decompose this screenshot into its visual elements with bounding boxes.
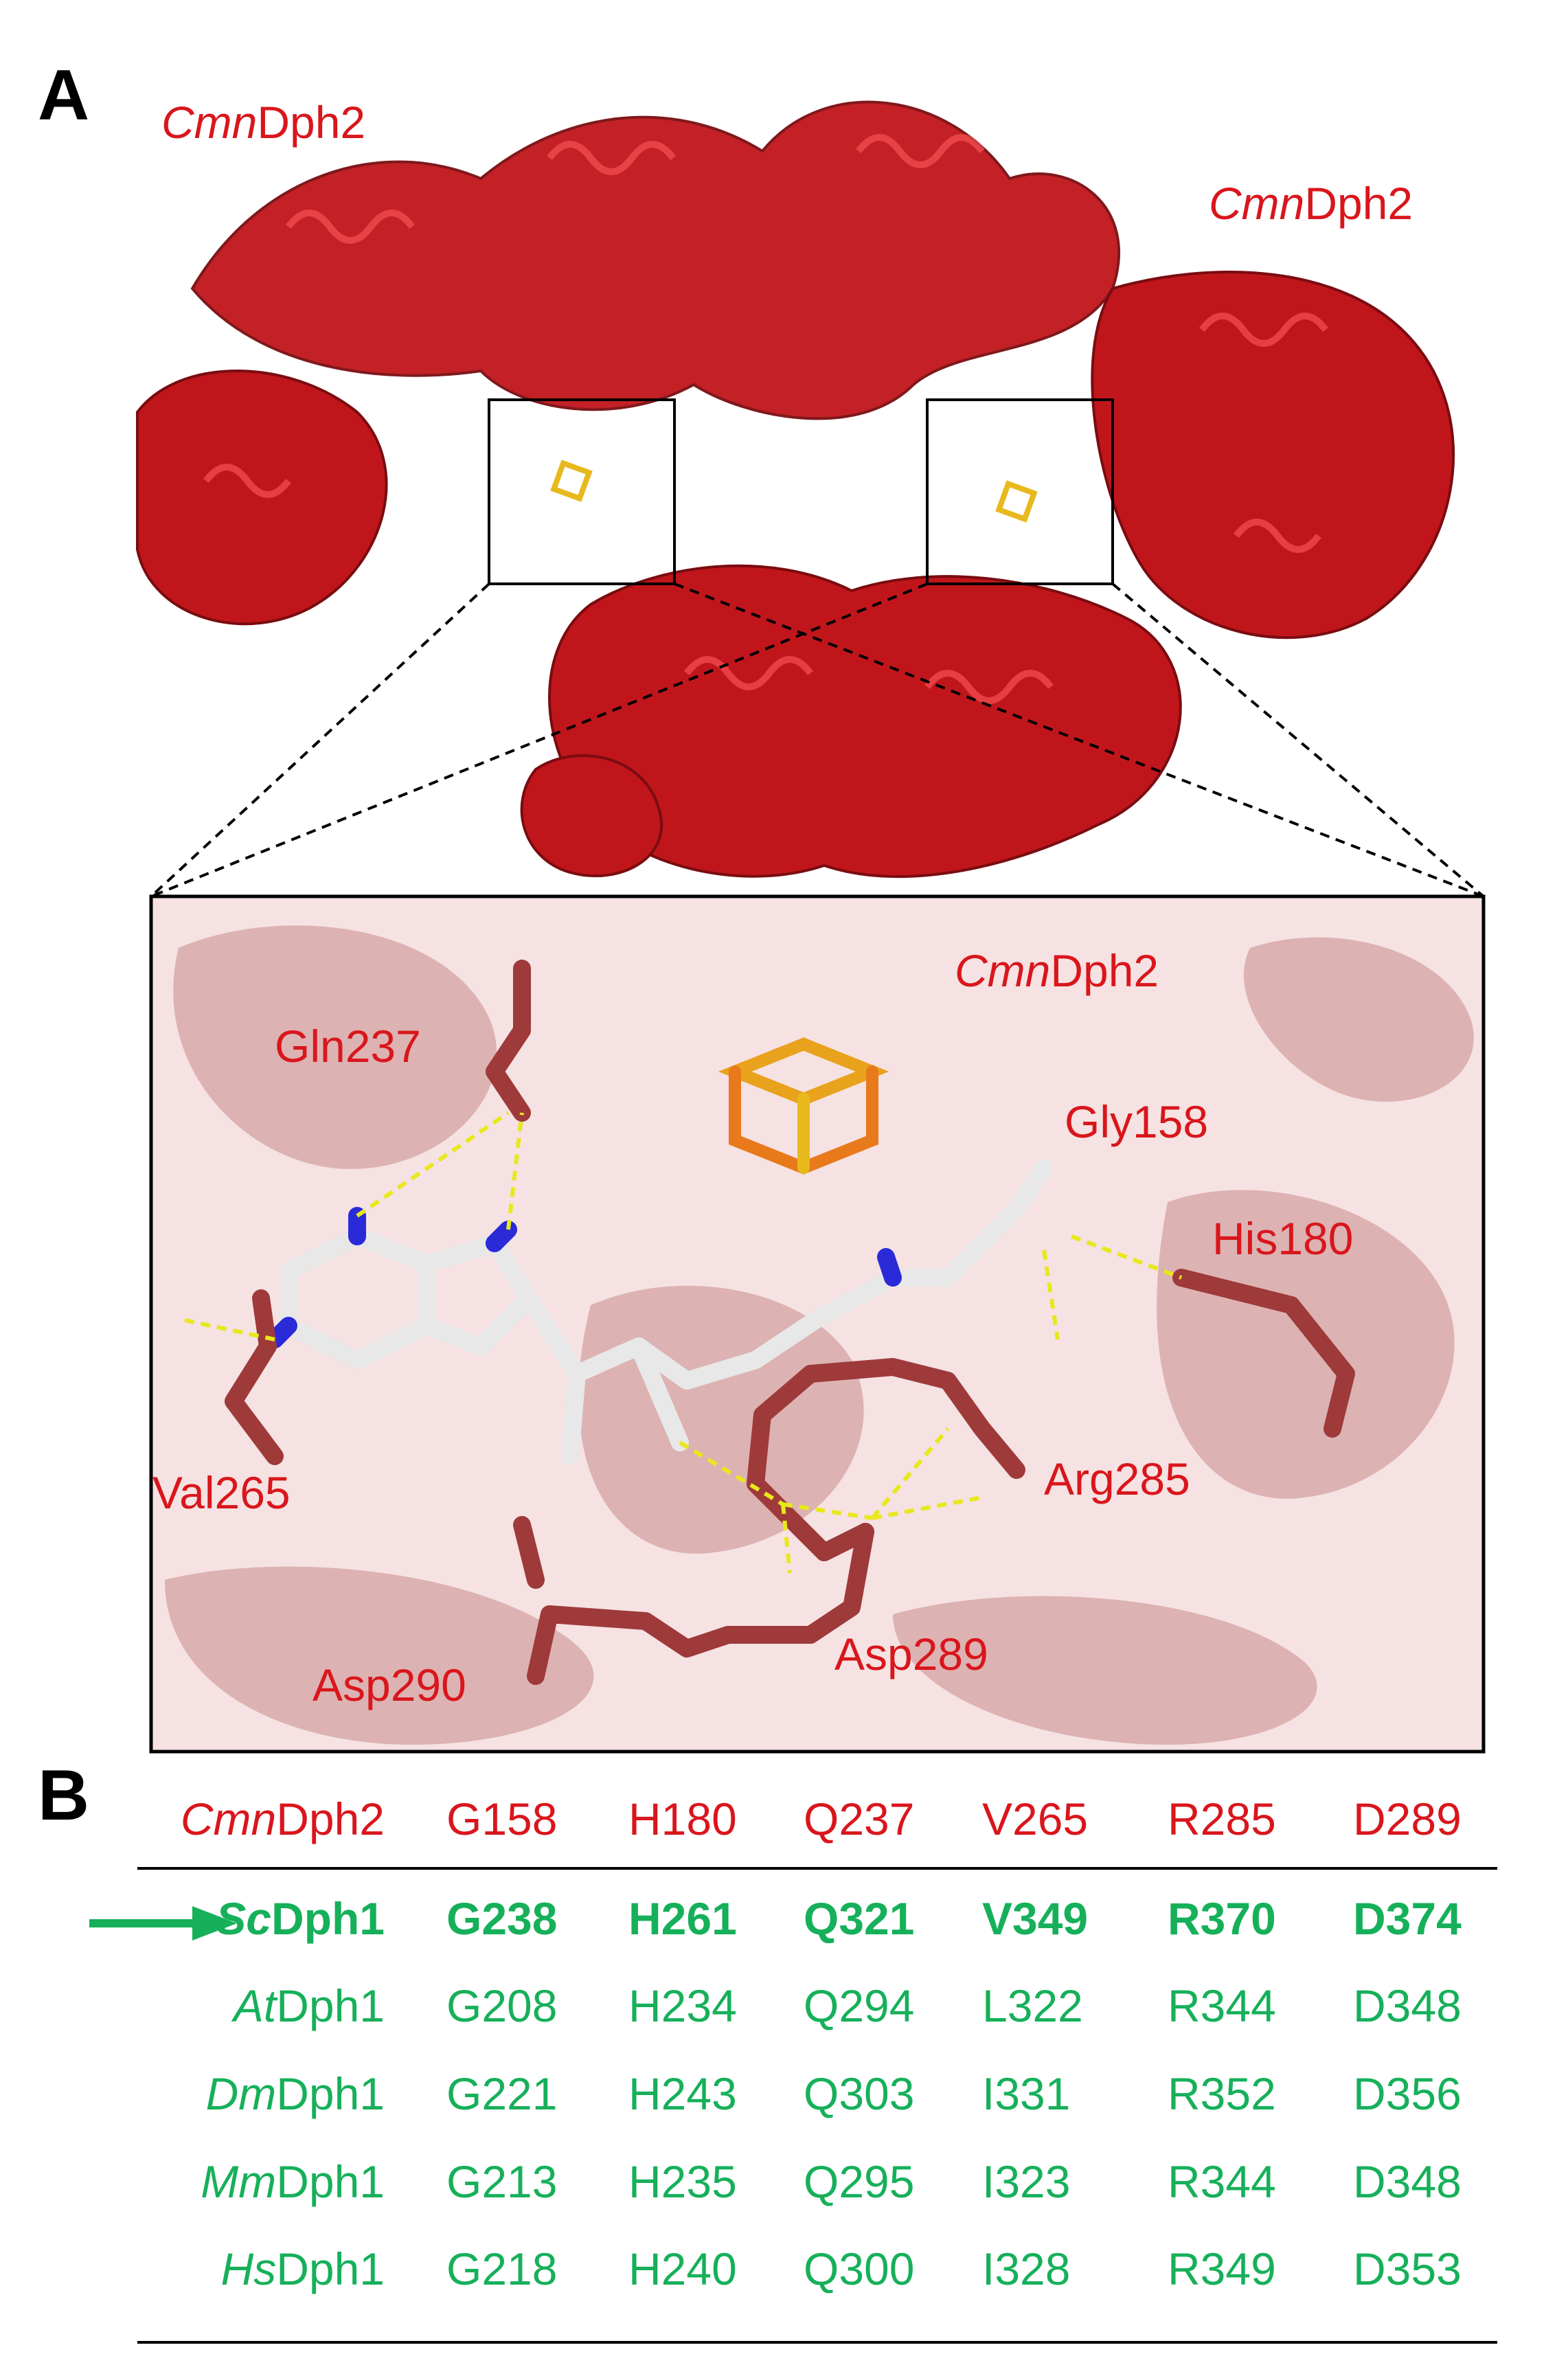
label-his180: His180 bbox=[1212, 1213, 1354, 1264]
table-rule-bottom bbox=[137, 2341, 1497, 2344]
residue-cell: Q295 bbox=[804, 2156, 915, 2207]
sam-ligand bbox=[280, 1159, 1053, 1465]
residue-cell: Q321 bbox=[804, 1893, 915, 1944]
table-row: MmDph1 G213 H235 Q295 I323 R344 D348 bbox=[76, 2155, 1511, 2231]
species-cell: MmDph1 bbox=[201, 2156, 385, 2207]
residue-cell: G238 bbox=[446, 1893, 558, 1944]
panel-a-letter: A bbox=[38, 56, 90, 135]
fes-cube-inset bbox=[718, 1037, 889, 1175]
residue-cell: R370 bbox=[1168, 1893, 1276, 1944]
residue-cell: Q303 bbox=[804, 2068, 915, 2119]
residue-cell: V265 bbox=[982, 1793, 1089, 1844]
residue-cell: L322 bbox=[982, 1980, 1083, 2031]
residue-cell: R352 bbox=[1168, 2068, 1276, 2119]
cluster-box-right bbox=[926, 398, 1114, 585]
label-val265: Val265 bbox=[152, 1467, 291, 1518]
zoom-lines bbox=[150, 582, 1485, 898]
label-cmndph2-inset: CmnDph2 bbox=[955, 945, 1159, 996]
species-cell: ScDph1 bbox=[216, 1893, 385, 1944]
residue-cell: D289 bbox=[1353, 1793, 1462, 1844]
residue-cell: D374 bbox=[1353, 1893, 1462, 1944]
label-arg285: Arg285 bbox=[1044, 1453, 1190, 1504]
table-row: ScDph1 G238 H261 Q321 V349 R370 D374 bbox=[76, 1892, 1511, 1968]
panel-b-letter: B bbox=[38, 1756, 90, 1835]
residue-cell: H235 bbox=[628, 2156, 737, 2207]
table-row: DmDph1 G221 H243 Q303 I331 R352 D356 bbox=[76, 2068, 1511, 2143]
residue-cell: H261 bbox=[628, 1893, 737, 1944]
table-row: AtDph1 G208 H234 Q294 L322 R344 D348 bbox=[76, 1980, 1511, 2055]
protein-structure-figure bbox=[136, 100, 1486, 1754]
label-cmndph2-top-left: CmnDph2 bbox=[161, 97, 366, 148]
cluster-box-left bbox=[488, 398, 676, 585]
residue-cell: Q294 bbox=[804, 1980, 915, 2031]
residue-cell: G158 bbox=[446, 1793, 558, 1844]
residue-cell: H180 bbox=[628, 1793, 737, 1844]
table-row: HsDph1 G218 H240 Q300 I328 R349 D353 bbox=[76, 2243, 1511, 2318]
residue-cell: R349 bbox=[1168, 2243, 1276, 2294]
residue-cell: H234 bbox=[628, 1980, 737, 2031]
species-cell: AtDph1 bbox=[233, 1980, 385, 2031]
residue-cell: H243 bbox=[628, 2068, 737, 2119]
residue-cell: I328 bbox=[982, 2243, 1071, 2294]
label-asp289: Asp289 bbox=[834, 1629, 988, 1679]
inset-panel bbox=[149, 894, 1486, 1754]
table-rule-top bbox=[137, 1867, 1497, 1870]
species-cell: CmnDph2 bbox=[180, 1793, 385, 1844]
fes-cluster-left bbox=[550, 460, 593, 502]
residue-cell: D348 bbox=[1353, 2156, 1462, 2207]
residue-cell: V349 bbox=[982, 1893, 1089, 1944]
hydrogen-bonds bbox=[178, 1111, 1183, 1574]
species-cell: HsDph1 bbox=[220, 2243, 385, 2294]
label-gln237: Gln237 bbox=[275, 1021, 421, 1072]
table-header-row: CmnDph2 G158 H180 Q237 V265 R285 D289 bbox=[76, 1793, 1511, 1868]
residue-sticks bbox=[225, 960, 1355, 1685]
residue-cell: D353 bbox=[1353, 2243, 1462, 2294]
species-cell: DmDph1 bbox=[205, 2068, 385, 2119]
residue-cell: R285 bbox=[1168, 1793, 1276, 1844]
residue-cell: Q300 bbox=[804, 2243, 915, 2294]
residue-cell: R344 bbox=[1168, 1980, 1276, 2031]
residue-cell: G218 bbox=[446, 2243, 558, 2294]
residue-cell: G213 bbox=[446, 2156, 558, 2207]
protein-ribbon bbox=[136, 100, 1455, 879]
residue-cell: I331 bbox=[982, 2068, 1071, 2119]
label-cmndph2-top-right: CmnDph2 bbox=[1209, 178, 1413, 229]
residue-cell: I323 bbox=[982, 2156, 1071, 2207]
highlight-arrow-icon bbox=[89, 1906, 237, 1940]
residue-cell: D356 bbox=[1353, 2068, 1462, 2119]
residue-cell: R344 bbox=[1168, 2156, 1276, 2207]
label-asp290: Asp290 bbox=[313, 1660, 466, 1710]
residue-cell: Q237 bbox=[804, 1793, 915, 1844]
residue-cell: G208 bbox=[446, 1980, 558, 2031]
fes-cluster-right bbox=[995, 480, 1038, 523]
residue-cell: G221 bbox=[446, 2068, 558, 2119]
label-gly158: Gly158 bbox=[1065, 1096, 1209, 1147]
residue-cell: D348 bbox=[1353, 1980, 1462, 2031]
residue-cell: H240 bbox=[628, 2243, 737, 2294]
